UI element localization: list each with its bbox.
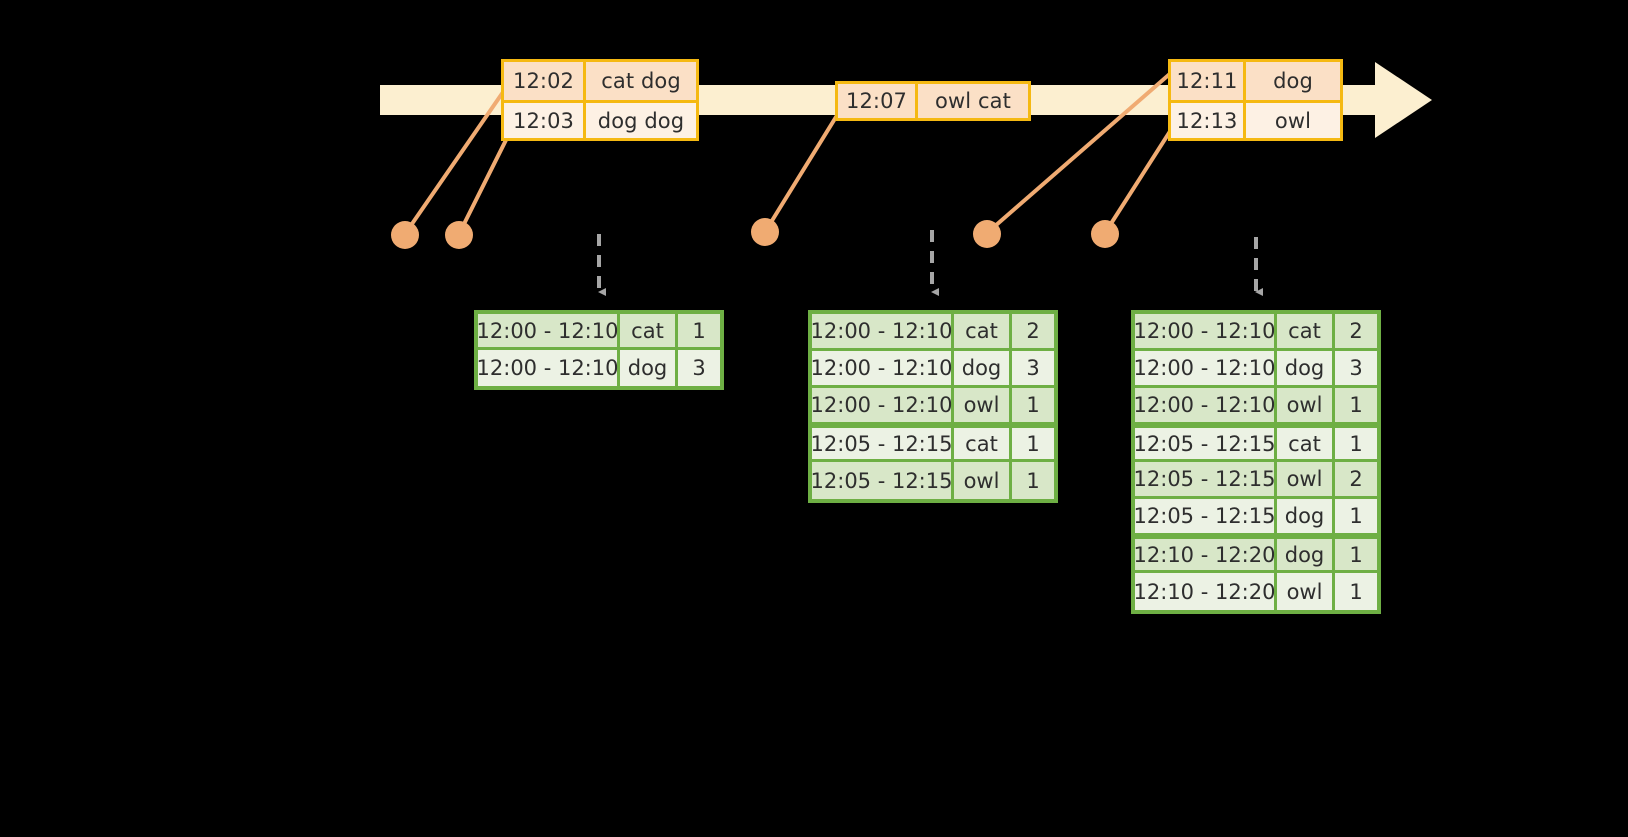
- word-cell: dog: [1277, 499, 1335, 536]
- event-row: 12:03 dog dog: [504, 100, 696, 138]
- table-row: 12:05 - 12:15 owl 1: [811, 462, 1054, 499]
- emit-arrows: [597, 230, 1263, 296]
- event-box-1[interactable]: 12:02 cat dog 12:03 dog dog: [501, 59, 699, 141]
- count-cell: 1: [1012, 425, 1054, 462]
- table-row: 12:10 - 12:20 owl 1: [1134, 573, 1377, 610]
- word-cell: cat: [1277, 425, 1335, 462]
- connector-dots: [391, 218, 1119, 249]
- table-row: 12:05 - 12:15 cat 1: [1134, 425, 1377, 462]
- window-cell: 12:00 - 12:10: [1134, 314, 1277, 351]
- word-cell: dog: [1277, 351, 1335, 388]
- word-cell: owl: [1277, 388, 1335, 425]
- window-cell: 12:00 - 12:10: [477, 314, 620, 350]
- result-table-2[interactable]: 12:00 - 12:10 cat 2 12:00 - 12:10 dog 3 …: [808, 310, 1058, 503]
- word-cell: owl: [954, 462, 1012, 499]
- table-row: 12:00 - 12:10 owl 1: [811, 388, 1054, 425]
- count-cell: 1: [1012, 462, 1054, 499]
- word-cell: cat: [620, 314, 678, 350]
- table-row: 12:05 - 12:15 dog 1: [1134, 499, 1377, 536]
- table-row: 12:00 - 12:10 dog 3: [1134, 351, 1377, 388]
- count-cell: 1: [1335, 425, 1377, 462]
- event-row: 12:11 dog: [1171, 62, 1340, 100]
- count-cell: 1: [1012, 388, 1054, 425]
- count-cell: 1: [1335, 573, 1377, 610]
- event-time: 12:11: [1171, 62, 1246, 100]
- result-table-3[interactable]: 12:00 - 12:10 cat 2 12:00 - 12:10 dog 3 …: [1131, 310, 1381, 614]
- window-cell: 12:10 - 12:20: [1134, 536, 1277, 573]
- table-row: 12:05 - 12:15 owl 2: [1134, 462, 1377, 499]
- table-row: 12:05 - 12:15 cat 1: [811, 425, 1054, 462]
- table-row: 12:00 - 12:10 cat 1: [477, 314, 720, 350]
- word-cell: owl: [1277, 573, 1335, 610]
- word-cell: cat: [1277, 314, 1335, 351]
- event-payload: dog dog: [586, 103, 696, 138]
- window-cell: 12:00 - 12:10: [1134, 388, 1277, 425]
- word-cell: owl: [1277, 462, 1335, 499]
- window-cell: 12:05 - 12:15: [1134, 462, 1277, 499]
- count-cell: 2: [1335, 314, 1377, 351]
- window-cell: 12:05 - 12:15: [1134, 425, 1277, 462]
- word-cell: cat: [954, 314, 1012, 351]
- count-cell: 2: [1012, 314, 1054, 351]
- count-cell: 3: [678, 350, 720, 386]
- table-row: 12:00 - 12:10 owl 1: [1134, 388, 1377, 425]
- event-box-3[interactable]: 12:11 dog 12:13 owl: [1168, 59, 1343, 141]
- event-row: 12:02 cat dog: [504, 62, 696, 100]
- count-cell: 1: [1335, 499, 1377, 536]
- word-cell: dog: [620, 350, 678, 386]
- table-row: 12:00 - 12:10 cat 2: [1134, 314, 1377, 351]
- window-cell: 12:00 - 12:10: [811, 314, 954, 351]
- table-row: 12:00 - 12:10 dog 3: [811, 351, 1054, 388]
- event-payload: owl: [1246, 103, 1340, 138]
- window-cell: 12:10 - 12:20: [1134, 573, 1277, 610]
- word-cell: cat: [954, 425, 1012, 462]
- event-time: 12:03: [504, 103, 586, 138]
- table-row: 12:00 - 12:10 dog 3: [477, 350, 720, 386]
- window-cell: 12:05 - 12:15: [1134, 499, 1277, 536]
- window-cell: 12:00 - 12:10: [811, 351, 954, 388]
- word-cell: dog: [1277, 536, 1335, 573]
- word-cell: owl: [954, 388, 1012, 425]
- event-time: 12:02: [504, 62, 586, 100]
- window-cell: 12:00 - 12:10: [477, 350, 620, 386]
- connector-dot-3: [751, 218, 779, 246]
- event-row: 12:07 owl cat: [838, 84, 1028, 118]
- count-cell: 2: [1335, 462, 1377, 499]
- window-cell: 12:00 - 12:10: [811, 388, 954, 425]
- count-cell: 3: [1335, 351, 1377, 388]
- count-cell: 1: [1335, 388, 1377, 425]
- event-row: 12:13 owl: [1171, 100, 1340, 138]
- connector-dot-4: [973, 220, 1001, 248]
- event-time: 12:13: [1171, 103, 1246, 138]
- event-box-2[interactable]: 12:07 owl cat: [835, 81, 1031, 121]
- table-row: 12:10 - 12:20 dog 1: [1134, 536, 1377, 573]
- table-row: 12:00 - 12:10 cat 2: [811, 314, 1054, 351]
- event-payload: owl cat: [918, 84, 1028, 118]
- count-cell: 1: [678, 314, 720, 350]
- connector-dot-5: [1091, 220, 1119, 248]
- window-cell: 12:00 - 12:10: [1134, 351, 1277, 388]
- window-cell: 12:05 - 12:15: [811, 425, 954, 462]
- event-payload: cat dog: [586, 62, 696, 100]
- count-cell: 1: [1335, 536, 1377, 573]
- count-cell: 3: [1012, 351, 1054, 388]
- window-cell: 12:05 - 12:15: [811, 462, 954, 499]
- word-cell: dog: [954, 351, 1012, 388]
- connector-dot-1: [391, 221, 419, 249]
- event-payload: dog: [1246, 62, 1340, 100]
- event-time: 12:07: [838, 84, 918, 118]
- result-table-1[interactable]: 12:00 - 12:10 cat 1 12:00 - 12:10 dog 3: [474, 310, 724, 390]
- connector-dot-2: [445, 221, 473, 249]
